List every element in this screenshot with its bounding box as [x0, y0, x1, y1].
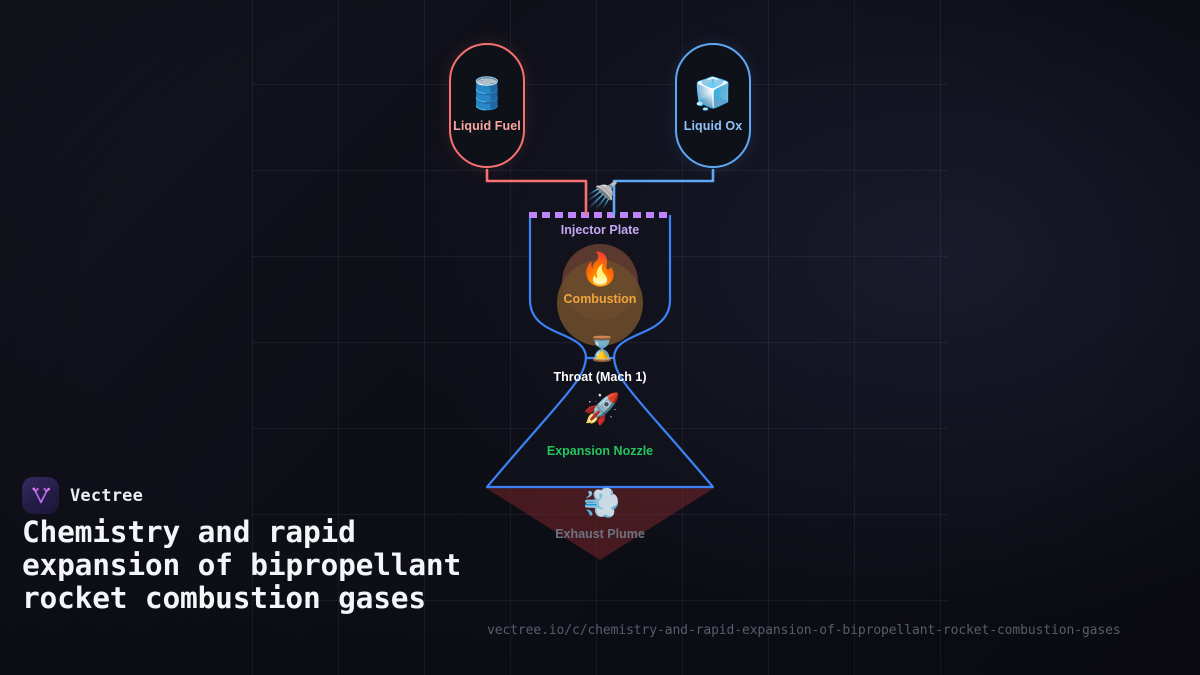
shower-spray-icon: 🚿 [586, 180, 619, 210]
node-liquid-ox[interactable]: 🧊 Liquid Ox [675, 43, 751, 168]
node-label-liquid-fuel: Liquid Fuel [453, 119, 521, 133]
node-label-injector-plate: Injector Plate [560, 223, 640, 237]
node-label-throat: Throat (Mach 1) [553, 370, 647, 384]
page-title: Chemistry and rapid expansion of biprope… [22, 515, 462, 616]
brand-name: Vectree [70, 485, 144, 506]
hourglass-icon: ⌛ [587, 336, 617, 363]
node-liquid-fuel[interactable]: 🛢️ Liquid Fuel [449, 43, 525, 168]
brand-block: Vectree [22, 477, 143, 514]
edge-fuel-to-injector [485, 168, 588, 216]
footer-url: vectree.io/c/chemistry-and-rapid-expansi… [487, 623, 1121, 638]
smoke-cloud-icon: 💨 [583, 487, 621, 520]
rocket-icon: 🚀 [583, 393, 621, 426]
ice-cube-icon: 🧊 [693, 76, 733, 111]
node-label-exhaust-plume: Exhaust Plume [555, 527, 645, 541]
fire-icon: 🔥 [580, 251, 620, 287]
node-label-combustion: Combustion [563, 292, 637, 306]
oil-drum-icon: 🛢️ [467, 76, 507, 111]
node-label-liquid-ox: Liquid Ox [683, 119, 743, 133]
node-label-expansion-nozzle: Expansion Nozzle [546, 444, 654, 458]
vectree-logo-icon [22, 477, 59, 514]
edge-ox-to-injector [612, 168, 715, 216]
